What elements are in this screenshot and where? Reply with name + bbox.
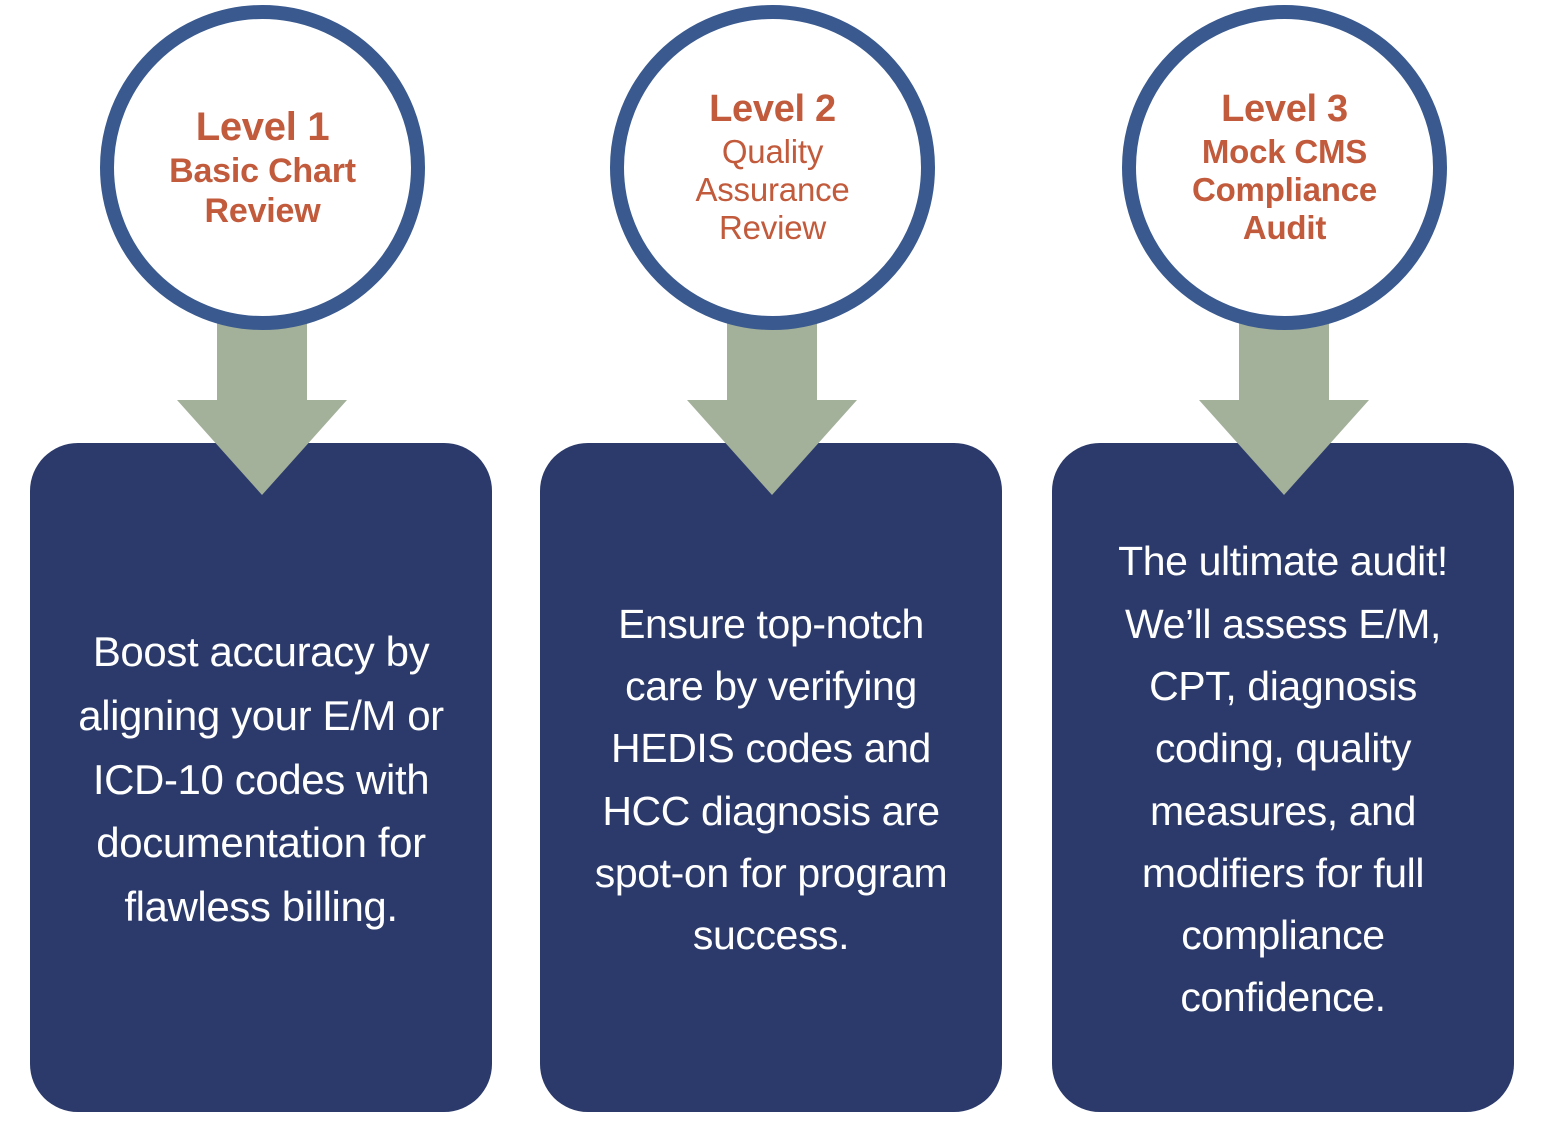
level-circle-subtitle-2: Quality Assurance Review [695,133,850,247]
level-circle-title-3: Level 3 [1221,87,1348,130]
level-description-card-2: Ensure top-notch care by verifying HEDIS… [540,443,1002,1112]
level-column-1: Boost accuracy by aligning your E/M or I… [7,0,517,1129]
level-description-card-3: The ultimate audit! We’ll assess E/M, CP… [1052,443,1514,1112]
level-circle-2[interactable]: Level 2 Quality Assurance Review [610,5,935,330]
down-arrow-2 [687,300,857,500]
down-arrow-icon [687,300,857,495]
level-description-text-2: Ensure top-notch care by verifying HEDIS… [594,600,948,959]
level-circle-content-2: Level 2 Quality Assurance Review [648,88,898,248]
level-circle-1[interactable]: Level 1 Basic Chart Review [100,5,425,330]
level-circle-content-3: Level 3 Mock CMS Compliance Audit [1160,88,1410,248]
level-description-card-1: Boost accuracy by aligning your E/M or I… [30,443,492,1112]
down-arrow-1 [177,300,347,500]
level-circle-title-1: Level 1 [195,105,330,150]
level-column-3: The ultimate audit! We’ll assess E/M, CP… [1029,0,1539,1129]
level-circle-subtitle-3: Mock CMS Compliance Audit [1191,133,1378,247]
level-circle-content-1: Level 1 Basic Chart Review [138,104,388,230]
down-arrow-3 [1199,300,1369,500]
level-circle-3[interactable]: Level 3 Mock CMS Compliance Audit [1122,5,1447,330]
level-circle-subtitle-1: Basic Chart Review [169,152,356,230]
down-arrow-icon [1199,300,1369,495]
level-column-2: Ensure top-notch care by verifying HEDIS… [517,0,1027,1129]
level-description-text-1: Boost accuracy by aligning your E/M or I… [78,627,444,931]
level-description-text-3: The ultimate audit! We’ll assess E/M, CP… [1118,538,1448,1021]
down-arrow-icon [177,300,347,495]
level-circle-title-2: Level 2 [709,87,836,130]
